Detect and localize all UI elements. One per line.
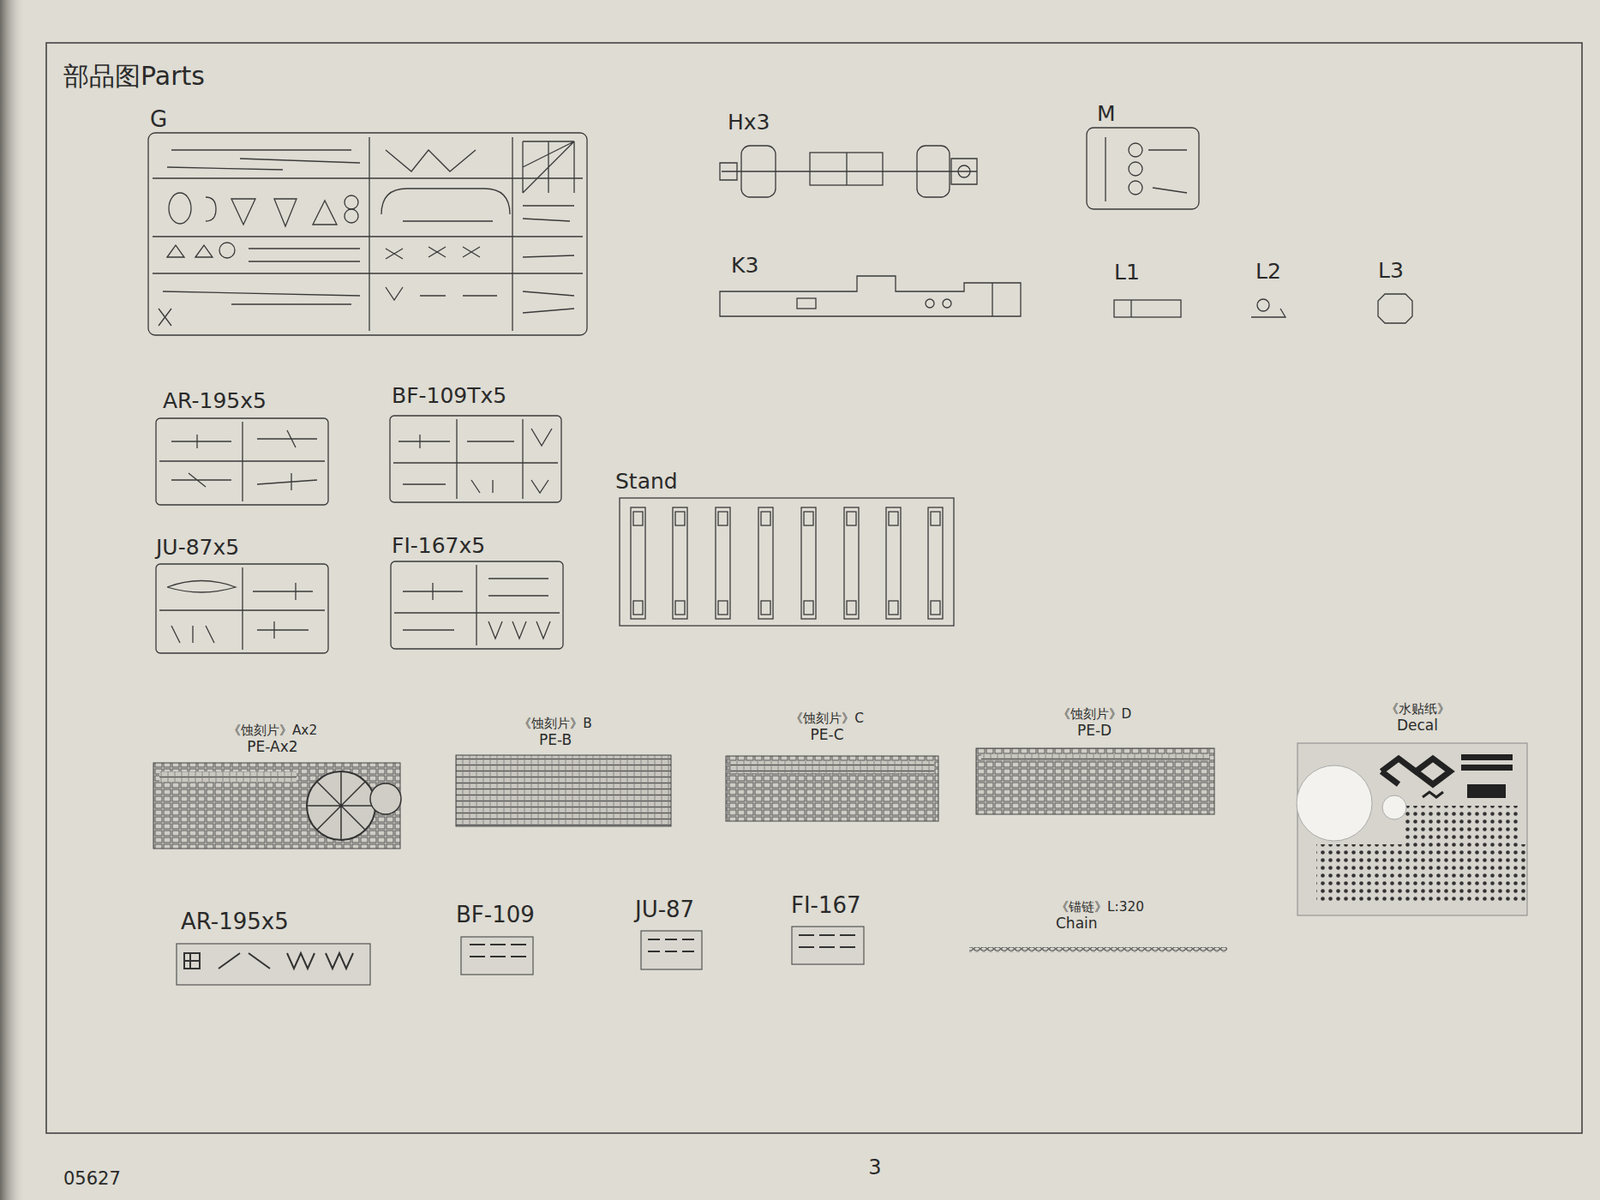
part-group: 《蚀刻片》CPE-C — [790, 710, 864, 744]
part-label: JU-87x5 — [155, 534, 240, 561]
part-note: 《蚀刻片》C — [790, 710, 864, 726]
part-label: G — [149, 106, 168, 133]
page-title: 部品图Parts — [63, 60, 205, 92]
part-group: G — [149, 106, 168, 133]
part-note: 《蚀刻片》D — [1057, 706, 1133, 722]
part-label: PE-C — [790, 725, 864, 744]
part-group: Stand — [615, 468, 678, 495]
part-group: BF-109 — [455, 901, 535, 929]
part-group: AR-195x5 — [180, 908, 289, 935]
part-label: PE-D — [1057, 721, 1133, 739]
part-group: 《蚀刻片》Ax2PE-Ax2 — [227, 722, 318, 756]
part-label: BF-109Tx5 — [391, 383, 507, 409]
part-label: JU-87 — [635, 896, 695, 923]
part-label: BF-109 — [455, 901, 535, 929]
part-label: K3 — [731, 252, 759, 279]
part-group: 《蚀刻片》BPE-B — [518, 715, 593, 750]
part-label: AR-195x5 — [180, 908, 289, 935]
part-label: Hx3 — [727, 109, 771, 136]
part-label: PE-Ax2 — [227, 737, 318, 756]
part-group: AR-195x5 — [162, 388, 267, 414]
part-group: JU-87 — [635, 896, 695, 923]
part-group: M — [1096, 101, 1116, 127]
page-number: 3 — [868, 1155, 881, 1181]
part-label: FI-167 — [791, 892, 862, 919]
part-group: Hx3 — [727, 109, 771, 136]
part-label: L1 — [1114, 259, 1140, 286]
part-note: 《锚链》L:320 — [1055, 898, 1145, 915]
part-label: Chain — [1055, 914, 1145, 932]
kit-number: 05627 — [63, 1168, 121, 1190]
part-note: 《蚀刻片》B — [518, 715, 593, 732]
part-label: L3 — [1378, 257, 1404, 284]
part-note: 《水贴纸》 — [1385, 701, 1451, 717]
part-group: BF-109Tx5 — [391, 383, 507, 409]
part-label: Stand — [615, 468, 678, 495]
part-group: 《蚀刻片》DPE-D — [1057, 706, 1133, 740]
part-group: FI-167x5 — [391, 533, 486, 559]
part-label: PE-B — [518, 731, 593, 749]
part-label: FI-167x5 — [391, 533, 486, 559]
part-group: L3 — [1378, 257, 1404, 284]
part-label: AR-195x5 — [162, 388, 267, 414]
part-group: FI-167 — [791, 892, 862, 919]
part-label: M — [1096, 101, 1116, 127]
part-group: 《锚链》L:320Chain — [1055, 898, 1145, 933]
part-label: L2 — [1255, 258, 1282, 285]
part-group: 《水贴纸》Decal — [1385, 701, 1451, 735]
part-note: 《蚀刻片》Ax2 — [227, 722, 318, 738]
part-label: Decal — [1385, 716, 1451, 734]
part-group: L2 — [1255, 258, 1282, 285]
part-group: L1 — [1114, 259, 1140, 286]
part-group: JU-87x5 — [155, 534, 240, 561]
part-group: K3 — [731, 252, 759, 279]
